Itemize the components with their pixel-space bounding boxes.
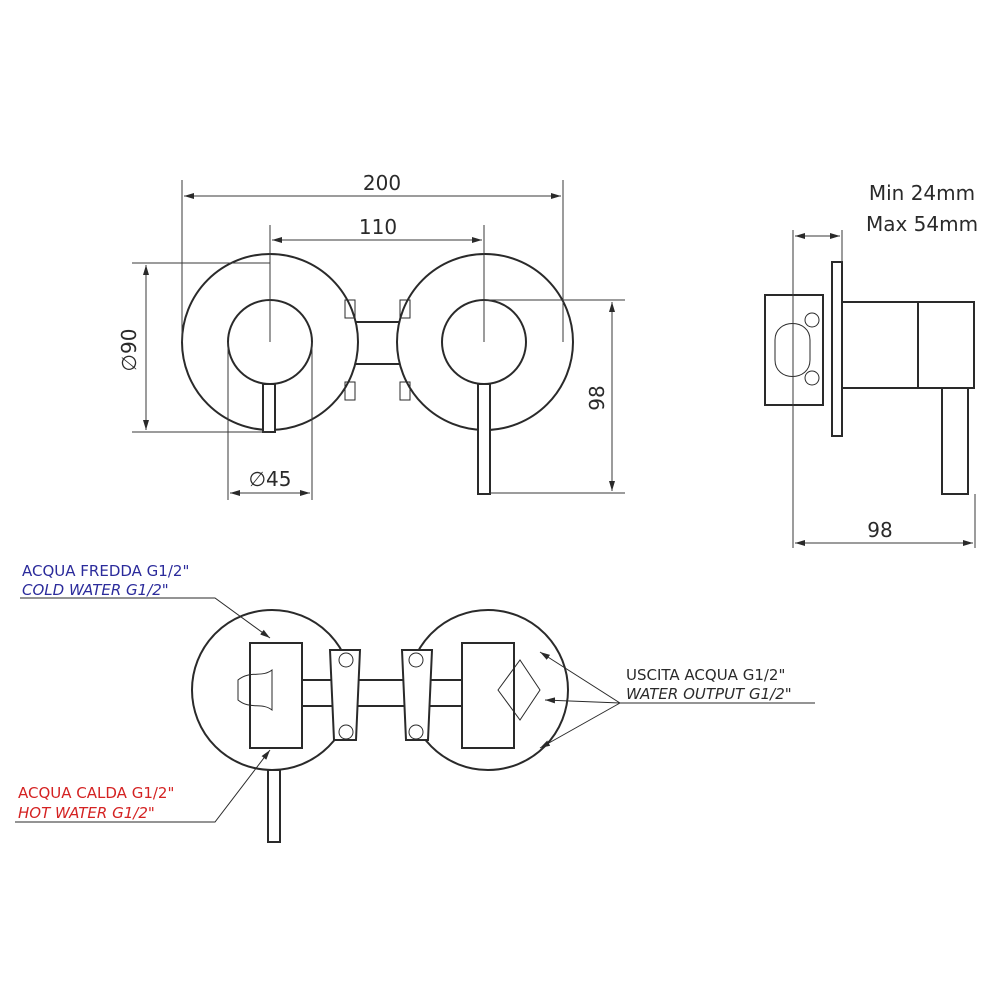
dim-max-depth: Max 54mm: [866, 212, 978, 236]
leader-lines: [15, 597, 815, 823]
rear-bracket-left-hole-bottom: [338, 724, 354, 740]
valve-body: [764, 294, 824, 406]
left-lug-top: [344, 299, 356, 319]
diameter-symbol-2: ∅: [249, 467, 266, 491]
port-labels: ACQUA FREDDA G1/2" COLD WATER G1/2" ACQU…: [18, 562, 792, 822]
diameter-symbol: ∅: [117, 354, 141, 371]
front-dimensions: 200 110 ∅90 ∅45 98: [117, 171, 625, 500]
right-lever: [477, 383, 491, 495]
rear-bracket-right-hole-bottom: [408, 724, 424, 740]
side-lever: [941, 387, 969, 495]
dim-center-distance: 110: [359, 215, 397, 239]
valve-screw-bottom: [804, 370, 820, 386]
dim-handle-diameter: ∅45: [249, 467, 292, 491]
label-hot-english: HOT WATER G1/2": [18, 804, 155, 822]
handle-diameter-value: 45: [266, 467, 291, 491]
leader-out-2: [544, 697, 621, 704]
side-dimensions: Min 24mm Max 54mm 98: [792, 181, 978, 548]
right-lug-top: [399, 299, 411, 319]
label-out-italian: USCITA ACQUA G1/2": [626, 666, 785, 684]
rear-bracket-right: [400, 649, 434, 741]
label-out-english: WATER OUTPUT G1/2": [626, 685, 792, 703]
plate-diameter-value: 90: [117, 329, 141, 354]
dim-overall-width: 200: [363, 171, 401, 195]
leader-cold: [20, 597, 271, 639]
right-lug-bottom: [399, 381, 411, 401]
rear-bracket-left: [328, 649, 362, 741]
handle-body: [841, 301, 919, 389]
dim-min-depth: Min 24mm: [869, 181, 975, 205]
rear-bracket-right-hole-top: [408, 652, 424, 668]
rear-right-outlet: [497, 659, 541, 721]
dim-height: 98: [585, 385, 609, 410]
label-cold-english: COLD WATER G1/2": [22, 581, 169, 599]
dim-depth: 98: [867, 518, 892, 542]
side-plate: [831, 261, 843, 437]
rear-left-fitting: [249, 642, 303, 749]
leader-hot: [15, 749, 271, 823]
rear-connecting-pipe: [301, 679, 463, 707]
left-lever: [262, 383, 276, 433]
rear-lever: [267, 769, 281, 843]
label-hot-italian: ACQUA CALDA G1/2": [18, 784, 174, 802]
rear-view: [191, 609, 569, 843]
leader-out-3: [539, 702, 621, 749]
handle-cap: [917, 301, 975, 389]
valve-screw-top: [804, 312, 820, 328]
rear-left-inlet: [237, 668, 273, 712]
rear-right-fitting: [461, 642, 515, 749]
left-lug-bottom: [344, 381, 356, 401]
rear-bracket-left-hole-top: [338, 652, 354, 668]
front-view: [181, 253, 574, 495]
valve-inner: [774, 323, 811, 377]
label-cold-italian: ACQUA FREDDA G1/2": [22, 562, 189, 580]
dim-plate-diameter: ∅90: [117, 329, 141, 372]
side-view: [764, 261, 975, 495]
